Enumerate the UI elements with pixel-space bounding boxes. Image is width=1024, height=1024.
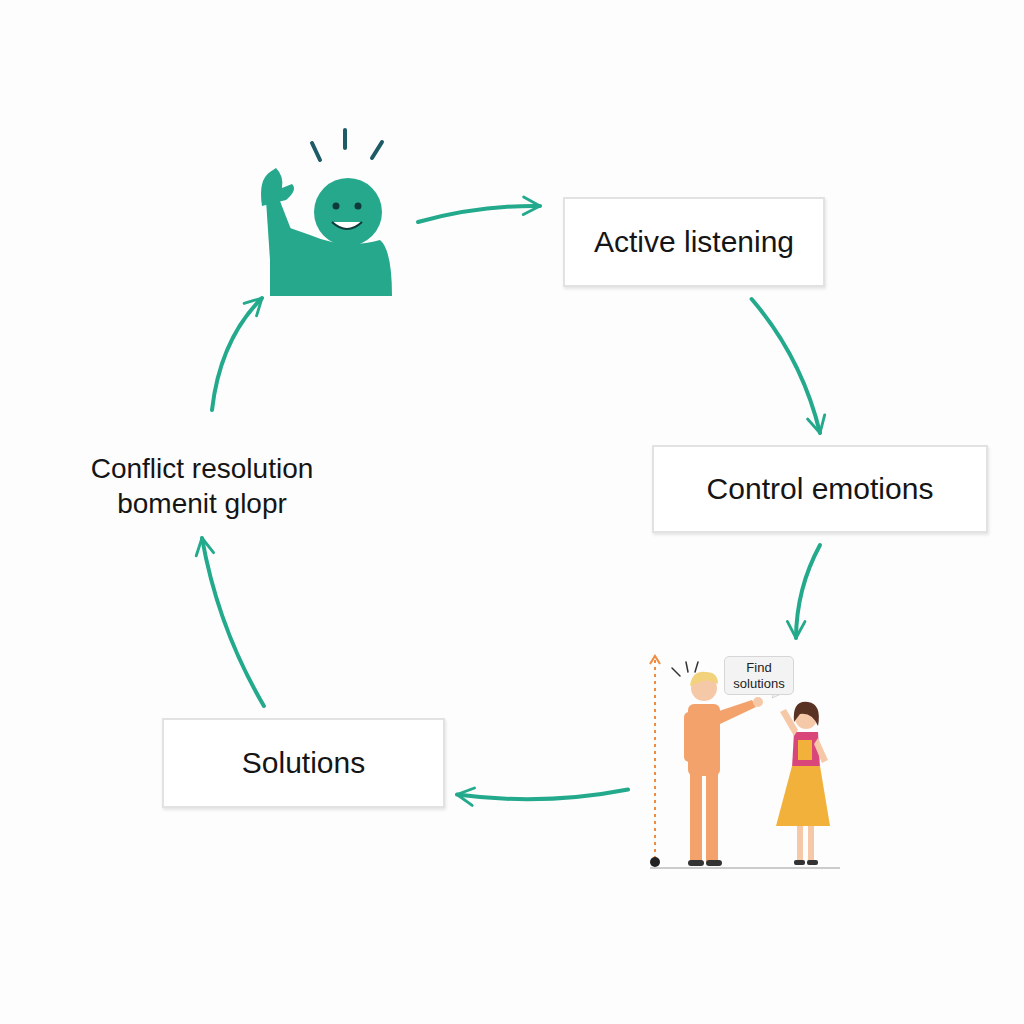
step-text: Conflict resolution bomenit glopr [52,446,352,526]
cycle-arrow [752,299,820,433]
step-label: Conflict resolution bomenit glopr [52,451,352,521]
step-box: Solutions [162,718,445,808]
cycle-arrow [212,298,262,410]
cycle-arrow [796,545,820,638]
step-label: Solutions [242,746,365,780]
cycle-arrow [202,538,264,706]
speech-bubble-text: Find solutions [724,656,794,695]
step-box: Active listening [563,197,825,287]
cycle-arrow [418,206,540,222]
cycle-arrow [457,790,628,800]
step-label: Control emotions [707,472,934,506]
people-illustration-node: Find solutions [640,650,840,875]
person-icon [261,130,392,296]
step-label: Active listening [594,225,794,259]
step-box: Control emotions [652,445,988,533]
